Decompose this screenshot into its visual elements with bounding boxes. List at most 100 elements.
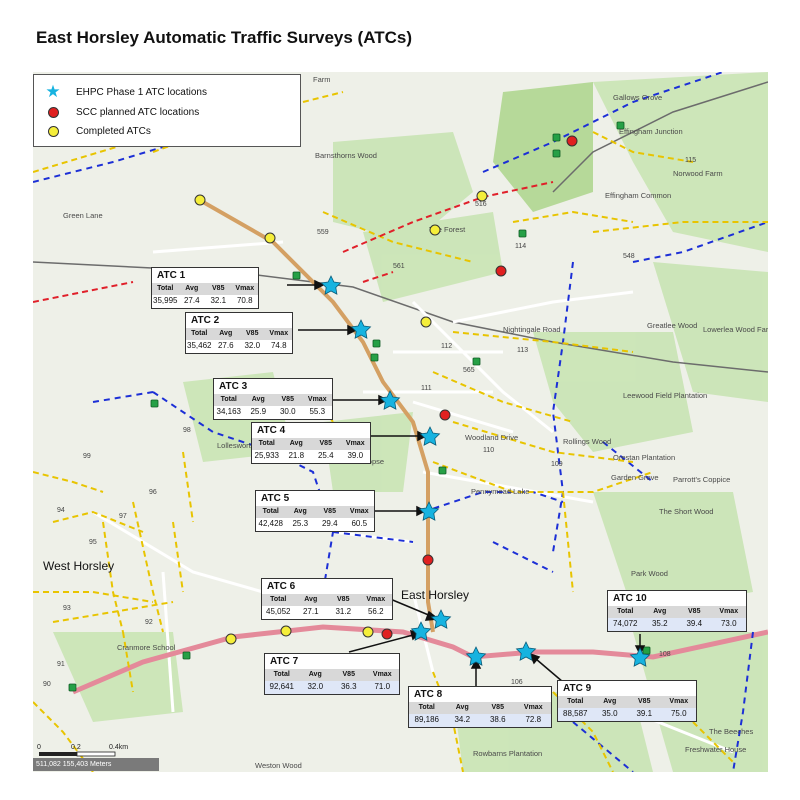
atc-title: ATC 1 xyxy=(157,270,186,281)
svg-text:114: 114 xyxy=(515,243,526,250)
svg-text:Gallows Grove: Gallows Grove xyxy=(613,93,662,102)
svg-text:565: 565 xyxy=(463,367,475,374)
map-frame[interactable]: 516 561 559 114 115 113 112 111 110 109 … xyxy=(33,72,768,772)
scale-tick-2: 0.4km xyxy=(109,744,129,751)
legend-label: SCC planned ATC locations xyxy=(76,106,200,118)
svg-text:561: 561 xyxy=(393,263,405,270)
svg-text:113: 113 xyxy=(517,347,528,354)
coordinate-readout: 511,082 155,403 Meters xyxy=(33,758,159,771)
yellow-dot-icon xyxy=(44,125,62,137)
legend-item-scc-planned: SCC planned ATC locations xyxy=(44,105,199,119)
star-atc-2 xyxy=(350,319,372,339)
svg-text:90: 90 xyxy=(43,681,51,688)
road-number-labels: 516 561 559 114 115 113 112 111 110 109 … xyxy=(43,131,696,688)
atc-title: ATC 3 xyxy=(219,381,248,392)
star-atc-6 xyxy=(430,609,452,629)
star-atc-5 xyxy=(418,501,440,521)
atc-title: ATC 4 xyxy=(257,425,286,436)
svg-text:111: 111 xyxy=(421,385,432,392)
svg-text:The Forest: The Forest xyxy=(429,225,466,234)
star-atc-3 xyxy=(379,390,401,410)
completed-atc-markers xyxy=(194,190,488,645)
svg-text:West Horsley: West Horsley xyxy=(43,559,114,573)
legend-label: Completed ATCs xyxy=(76,125,151,137)
svg-text:Lollesworth Wood: Lollesworth Wood xyxy=(217,441,276,450)
legend-item-ehpc: ★ EHPC Phase 1 ATC locations xyxy=(44,83,207,100)
star-atc-1 xyxy=(320,275,342,295)
star-atc-4 xyxy=(419,426,441,446)
svg-text:108: 108 xyxy=(659,651,671,658)
scale-tick-1: 0.2 xyxy=(71,744,81,751)
svg-text:99: 99 xyxy=(83,453,91,460)
ehpc-atc-star-markers xyxy=(320,275,651,667)
red-routes xyxy=(33,181,554,303)
svg-text:Cranmore School: Cranmore School xyxy=(117,643,176,652)
atc-title: ATC 10 xyxy=(613,593,647,604)
svg-text:112: 112 xyxy=(441,343,452,350)
svg-text:109: 109 xyxy=(551,461,563,468)
scale-bar: 0 0.2 0.4km 511,082 155,403 Meters xyxy=(33,743,193,772)
svg-text:Pennymead Lake: Pennymead Lake xyxy=(471,487,529,496)
atc-title: ATC 2 xyxy=(191,315,220,326)
svg-text:The Short Wood: The Short Wood xyxy=(659,507,713,516)
svg-text:Park Wood: Park Wood xyxy=(631,569,668,578)
page-title: East Horsley Automatic Traffic Surveys (… xyxy=(36,28,413,47)
svg-text:Rowbarns Plantation: Rowbarns Plantation xyxy=(473,749,542,758)
svg-text:Farm: Farm xyxy=(313,75,331,84)
svg-text:93: 93 xyxy=(63,605,71,612)
svg-text:110: 110 xyxy=(483,447,494,454)
svg-text:Effingham Common: Effingham Common xyxy=(605,191,671,200)
star-atc-7 xyxy=(410,621,432,641)
svg-text:Effingham Junction: Effingham Junction xyxy=(619,127,683,136)
svg-text:92: 92 xyxy=(145,619,153,626)
svg-text:91: 91 xyxy=(57,661,65,668)
svg-text:Nightingale Road: Nightingale Road xyxy=(503,325,561,334)
svg-text:East Horsley: East Horsley xyxy=(401,588,469,602)
svg-text:Leewood Field Plantation: Leewood Field Plantation xyxy=(623,391,707,400)
atc-title: ATC 8 xyxy=(414,689,443,700)
scale-bar-graphic xyxy=(39,751,116,757)
legend-label: EHPC Phase 1 ATC locations xyxy=(76,86,207,98)
svg-text:Norwood Farm: Norwood Farm xyxy=(673,169,723,178)
main-road xyxy=(202,200,435,633)
atc-title: ATC 6 xyxy=(267,581,296,592)
svg-text:516: 516 xyxy=(475,201,487,208)
legend-item-completed: Completed ATCs xyxy=(44,124,151,138)
atc-title: ATC 5 xyxy=(261,493,290,504)
scale-tick-0: 0 xyxy=(37,744,41,751)
star-atc-8 xyxy=(465,646,487,666)
railway-line-east xyxy=(552,81,768,193)
svg-text:Lowerlea Wood Farm: Lowerlea Wood Farm xyxy=(703,325,768,334)
svg-text:Woodland Drive: Woodland Drive xyxy=(465,433,518,442)
svg-text:Garden Grove: Garden Grove xyxy=(611,473,659,482)
bus-stop-markers xyxy=(68,121,651,692)
atc-title: ATC 7 xyxy=(270,656,299,667)
svg-text:Barnsthorns Wood: Barnsthorns Wood xyxy=(315,151,377,160)
svg-text:The Beeches: The Beeches xyxy=(709,727,753,736)
map-canvas[interactable]: 516 561 559 114 115 113 112 111 110 109 … xyxy=(33,72,768,772)
